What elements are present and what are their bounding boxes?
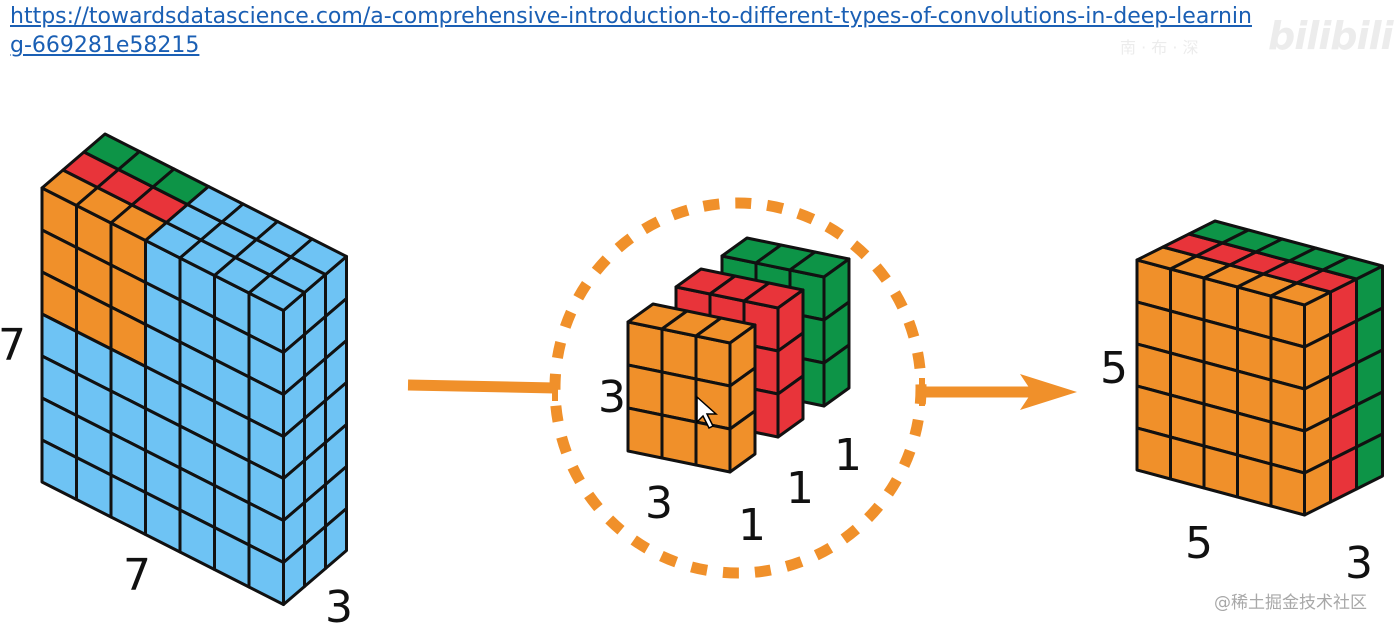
kernel-orange-front-cell (694, 334, 732, 388)
kernel-depth-label-orange: 1 (738, 500, 766, 551)
output-side-cell (1355, 432, 1384, 491)
watermark-subtitle: 南 · 布 · 深 (1120, 38, 1199, 57)
output-front-cell (1135, 426, 1172, 481)
kernel-width-label: 3 (645, 478, 673, 529)
kernel-depth-label-green: 1 (834, 430, 862, 481)
output-front-cell (1169, 435, 1206, 490)
arrow-in-shaft (407, 379, 556, 394)
kernel-orange-side-cell (728, 409, 757, 474)
kernel-depth-label-red: 1 (786, 463, 814, 514)
output-width-label: 5 (1185, 518, 1213, 569)
kernel-orange-front-cell (626, 320, 664, 374)
kernel-orange-front-cell (660, 327, 698, 381)
input-height-label: 7 (0, 320, 26, 371)
kernel-red-side-cell (776, 374, 805, 439)
kernel-orange-front-cell (626, 406, 664, 460)
input-top-cell (289, 237, 348, 276)
kernel-height-label: 3 (598, 372, 626, 423)
input-volume-7x7x3 (40, 132, 348, 606)
bilibili-watermark-logo: bilibili (1268, 14, 1394, 58)
kernel-orange-front-cell (626, 363, 664, 417)
output-height-label: 5 (1100, 343, 1128, 394)
mouse-cursor-icon (696, 395, 718, 430)
kernel-stack-3x3x1 (626, 236, 851, 474)
arrow-out-head (1020, 374, 1077, 410)
output-volume-5x5x3 (1135, 219, 1384, 517)
output-front-cell (1202, 444, 1239, 499)
kernel-green-side-cell (822, 343, 851, 408)
output-front-cell (1269, 462, 1306, 517)
input-side-cell (324, 507, 348, 570)
kernel-orange-front-cell (694, 420, 732, 474)
arrow-kernel-to-output (919, 374, 1077, 410)
output-front-cell (1236, 453, 1273, 508)
arrow-input-to-kernel (407, 374, 558, 401)
input-depth-label: 3 (325, 582, 353, 629)
input-width-label: 7 (123, 550, 151, 601)
output-top-cell (1321, 255, 1384, 281)
kernel-orange-front-cell (660, 413, 698, 467)
output-depth-label: 3 (1345, 538, 1373, 589)
article-url-link[interactable]: https://towardsdatascience.com/a-compreh… (10, 4, 1252, 58)
juejin-watermark: @稀土掘金技术社区 (1214, 593, 1367, 613)
kernel-orange-front-cell (660, 370, 698, 424)
